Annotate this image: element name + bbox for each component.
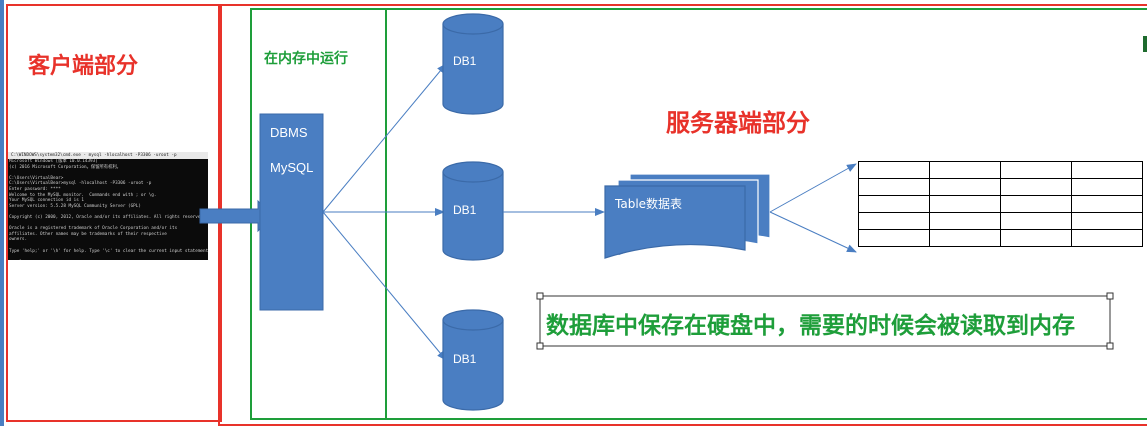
db-label-top: DB1	[453, 54, 477, 68]
grid-row	[858, 195, 1143, 213]
grid-row	[858, 229, 1143, 247]
terminal-line: Microsoft Windows [版本 10.0.14393]	[9, 159, 98, 164]
terminal-titlebar: C:\WINDOWS\system32\cmd.exe - mysql -hlo…	[8, 152, 208, 159]
grid-cell	[1000, 178, 1072, 196]
server-title: 服务器端部分	[666, 109, 810, 137]
edge-marker	[1143, 36, 1147, 52]
grid-cell	[1000, 195, 1072, 213]
grid-cell	[929, 161, 1001, 179]
dbms-label: DBMS	[270, 125, 308, 140]
grid-cell	[929, 229, 1001, 247]
terminal-line: Type 'help;' or '\h' for help. Type '\c'…	[9, 248, 208, 254]
db-cylinder-middle	[442, 161, 504, 261]
grid-row	[858, 161, 1143, 179]
handle-bl	[536, 342, 544, 350]
terminal-line: Server version: 5.5.28 MySQL Community S…	[9, 203, 141, 209]
grid-cell	[1071, 229, 1143, 247]
grid-cell	[1071, 212, 1143, 230]
terminal-line: C:\Users\VirtualBear>	[9, 175, 64, 181]
terminal-line: (c) 2016 Microsoft Corporation。保留所有权利。	[9, 164, 121, 170]
grid-cell	[858, 229, 930, 247]
grid-row	[858, 212, 1143, 230]
connector-grid-bottom	[769, 211, 857, 253]
grid-cell	[1071, 195, 1143, 213]
connector-grid-top	[769, 163, 857, 213]
grid-row	[858, 178, 1143, 196]
terminal-line: Welcome to the MySQL monitor. Commands e…	[9, 192, 157, 198]
table-documents	[604, 173, 771, 259]
db-cylinder-top	[442, 13, 504, 115]
table-label: Table数据表	[615, 197, 683, 211]
connector-db-bottom	[322, 211, 447, 361]
disk-region-border	[385, 8, 1147, 420]
grid-cell	[929, 178, 1001, 196]
handle-tl	[536, 292, 544, 300]
terminal-line: C:\Users\VirtualBear>mysql -hlocalhost -…	[9, 181, 152, 187]
db-label-middle: DB1	[453, 203, 477, 217]
handle-br	[1106, 342, 1114, 350]
grid-cell	[1071, 178, 1143, 196]
client-title: 客户端部分	[28, 54, 139, 79]
left-edge-bar	[0, 0, 4, 426]
grid-cell	[1000, 161, 1072, 179]
connector-db-top	[322, 63, 447, 213]
terminal-line: Your MySQL connection id is 1	[9, 198, 85, 204]
mysql-label: MySQL	[270, 160, 314, 175]
grid-cell	[1000, 229, 1072, 247]
dbms-box	[259, 113, 324, 311]
memory-title: 在内存中运行	[264, 51, 348, 67]
note-frame	[539, 295, 1111, 347]
terminal-window: C:\WINDOWS\system32\cmd.exe - mysql -hlo…	[8, 152, 208, 260]
terminal-line: Copyright (c) 2000, 2012, Oracle and/or …	[9, 214, 206, 220]
terminal-line: Oracle is a registered trademark of Orac…	[9, 226, 178, 232]
terminal-line: owners.	[9, 237, 28, 243]
grid-cell	[1000, 212, 1072, 230]
grid-cell	[858, 161, 930, 179]
data-grid	[858, 161, 1143, 247]
db-cylinder-bottom	[442, 309, 504, 411]
terminal-line: Enter password: ****	[9, 186, 61, 192]
terminal-output: Microsoft Windows [版本 10.0.14393](c) 201…	[8, 159, 208, 260]
grid-cell	[929, 212, 1001, 230]
grid-cell	[858, 178, 930, 196]
grid-cell	[1071, 161, 1143, 179]
db-label-bottom: DB1	[453, 352, 477, 366]
storage-note: 数据库中保存在硬盘中，需要的时候会被读取到内存	[546, 313, 1075, 339]
grid-cell	[858, 212, 930, 230]
handle-tr	[1106, 292, 1114, 300]
terminal-line: affiliates. Other names may be trademark…	[9, 231, 167, 237]
grid-cell	[929, 195, 1001, 213]
grid-cell	[858, 195, 930, 213]
